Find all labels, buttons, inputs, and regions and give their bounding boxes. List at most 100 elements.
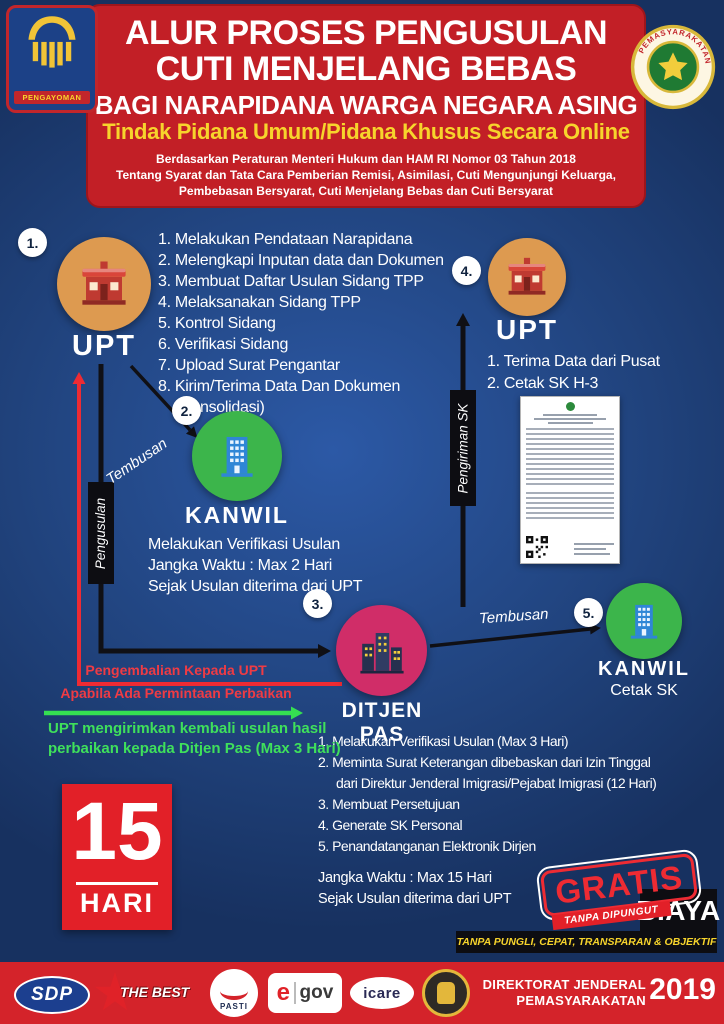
sdp-logo: SDP bbox=[14, 976, 90, 1014]
step1-number: 1. bbox=[18, 228, 47, 257]
task-line: 3. Membuat Persetujuan bbox=[318, 796, 460, 812]
org-line1: DIREKTORAT JENDERAL bbox=[482, 977, 646, 992]
duration-line: Jangka Waktu : Max 15 Hari bbox=[318, 870, 492, 886]
duration-number: 15 bbox=[71, 786, 163, 877]
storefront-building-icon bbox=[508, 257, 546, 295]
footer-organization: DIREKTORAT JENDERAL PEMASYARAKATAN bbox=[483, 977, 646, 1009]
pengusulan-label-box: Pengusulan bbox=[88, 482, 114, 584]
step2-kanwil-node bbox=[192, 411, 282, 501]
task-line: 5. Penandatanganan Elektronik Dirjen bbox=[318, 838, 536, 854]
title-line2: CUTI MENJELANG BEBAS bbox=[155, 50, 577, 88]
arrowhead bbox=[456, 313, 470, 326]
footer-year: 2019 bbox=[649, 973, 716, 1006]
icare-logo: icare bbox=[350, 977, 414, 1009]
pengayoman-label: PENGAYOMAN bbox=[14, 91, 90, 104]
document-text-line bbox=[543, 414, 597, 416]
swoosh-icon bbox=[220, 982, 248, 1000]
sk-document-preview bbox=[520, 396, 620, 564]
document-text-line bbox=[547, 422, 593, 424]
header-panel: ALUR PROSES PENGUSULAN CUTI MENJELANG BE… bbox=[86, 4, 646, 208]
footer: SDP THE BEST PASTI e gov icare DIREKTORA… bbox=[0, 962, 724, 1024]
step4-title: UPT bbox=[496, 314, 558, 345]
resend-note-line1: UPT mengirimkan kembali usulan hasil bbox=[48, 720, 327, 737]
resend-note-line2: perbaikan kepada Ditjen Pas (Max 3 Hari) bbox=[48, 740, 341, 757]
task-line: 1. Melakukan Verifikasi Usulan (Max 3 Ha… bbox=[318, 733, 569, 749]
pemasyarakatan-logo: PEMASYARAKATAN bbox=[630, 24, 716, 110]
egov-gov: gov bbox=[299, 982, 334, 1003]
subtitle-line3: Pembebasan Bersyarat, Cuti Menjelang Beb… bbox=[178, 184, 554, 198]
step5-number: 5. bbox=[574, 598, 603, 627]
title-line4: Tindak Pidana Umum/Pidana Khusus Secara … bbox=[102, 119, 630, 144]
task-line: 2. Cetak SK H-3 bbox=[487, 375, 599, 392]
org-line2: PEMASYARAKATAN bbox=[516, 993, 646, 1008]
office-building-icon bbox=[630, 604, 658, 639]
task-line: 8. Kirim/Terima Data Dan Dokumen bbox=[158, 378, 401, 395]
step5-subtitle: Cetak SK bbox=[610, 682, 678, 699]
egov-e: e bbox=[276, 979, 291, 1006]
return-note-line2: Apabila Ada Permintaan Perbaikan bbox=[60, 685, 292, 701]
divider bbox=[294, 982, 296, 1004]
step3-task-list: 1. Melakukan Verifikasi Usulan (Max 3 Ha… bbox=[318, 731, 720, 857]
task-line: 1. Melakukan Pendataan Narapidana bbox=[158, 231, 413, 248]
sdp-label: SDP bbox=[30, 984, 74, 1005]
pasti-logo: PASTI bbox=[210, 969, 258, 1017]
city-buildings-icon bbox=[359, 632, 404, 673]
wbs-label: THE BEST bbox=[120, 984, 190, 1000]
arrowhead bbox=[291, 706, 303, 720]
task-line: dari Direktur Jenderal Imigrasi/Pejabat … bbox=[336, 775, 657, 791]
step2-number: 2. bbox=[172, 396, 201, 425]
tagline-bar: TANPA PUNGLI, CEPAT, TRANSPARAN & OBJEKT… bbox=[456, 931, 717, 953]
arrow-tembusan-ditjen-kanwil bbox=[429, 627, 591, 648]
storefront-building-icon bbox=[82, 261, 126, 305]
document-footer bbox=[526, 536, 614, 558]
qr-code-icon bbox=[526, 536, 548, 558]
arrow-pengembalian-upt bbox=[77, 384, 342, 686]
pengayoman-emblem-icon bbox=[28, 16, 76, 68]
duration-badge: 15 HARI bbox=[62, 784, 172, 930]
step1-upt-node bbox=[57, 237, 151, 331]
pasti-label: PASTI bbox=[220, 1002, 248, 1011]
wbs-the-best-logo: THE BEST bbox=[94, 970, 206, 1016]
arrowhead bbox=[318, 644, 331, 658]
document-seal-icon bbox=[565, 402, 575, 411]
document-body-text bbox=[526, 428, 614, 486]
subtitle-line1: Berdasarkan Peraturan Menteri Hukum dan … bbox=[156, 152, 576, 166]
title-line1: ALUR PROSES PENGUSULAN bbox=[124, 14, 608, 52]
pengusulan-label: Pengusulan bbox=[93, 497, 109, 569]
step2-title: KANWIL bbox=[185, 502, 289, 528]
duration-line: Sejak Usulan diterima dari UPT bbox=[318, 891, 512, 907]
step3-ditjenpas-node bbox=[336, 605, 427, 696]
title-line3: BAGI NARAPIDANA WARGA NEGARA ASING bbox=[94, 90, 638, 120]
step5-kanwil-node bbox=[606, 583, 682, 659]
office-building-icon bbox=[221, 436, 253, 477]
pengiriman-sk-label-box: Pengiriman SK bbox=[450, 390, 476, 506]
task-line: 3. Membuat Daftar Usulan Sidang TPP bbox=[158, 273, 424, 290]
duration-unit: HARI bbox=[80, 888, 154, 918]
subtitle-line2: Tentang Syarat dan Tata Cara Pemberian R… bbox=[116, 168, 616, 182]
arrow-pengusulan bbox=[98, 364, 318, 654]
step1-task-list: 1. Melakukan Pendataan Narapidana 2. Mele… bbox=[158, 229, 498, 418]
step3-title: DITJEN PAS bbox=[341, 699, 423, 746]
task-line: (Konsolidasi) bbox=[176, 399, 265, 416]
icare-label: icare bbox=[363, 984, 401, 1002]
egov-logo: e gov bbox=[268, 973, 342, 1013]
task-line: 5. Kontrol Sidang bbox=[158, 315, 276, 332]
description-line: Jangka Waktu : Max 2 Hari bbox=[148, 557, 332, 574]
step1-title: UPT bbox=[72, 330, 136, 362]
arrowhead bbox=[185, 426, 198, 439]
step5-title: KANWIL bbox=[598, 658, 690, 680]
description-line: Sejak Usulan diterima dari UPT bbox=[148, 578, 363, 595]
anti-korupsi-logo bbox=[422, 969, 470, 1017]
task-line: 4. Generate SK Personal bbox=[318, 817, 463, 833]
pemasyarakatan-emblem-icon: PEMASYARAKATAN bbox=[630, 24, 716, 110]
arrowhead bbox=[72, 372, 86, 384]
task-line: 2. Melengkapi Inputan data dan Dokumen bbox=[158, 252, 444, 269]
pengayoman-logo: PENGAYOMAN bbox=[6, 5, 98, 113]
document-signature-block bbox=[574, 540, 614, 558]
step4-upt-node bbox=[488, 238, 566, 316]
task-line: 4. Melaksanakan Sidang TPP bbox=[158, 294, 361, 311]
